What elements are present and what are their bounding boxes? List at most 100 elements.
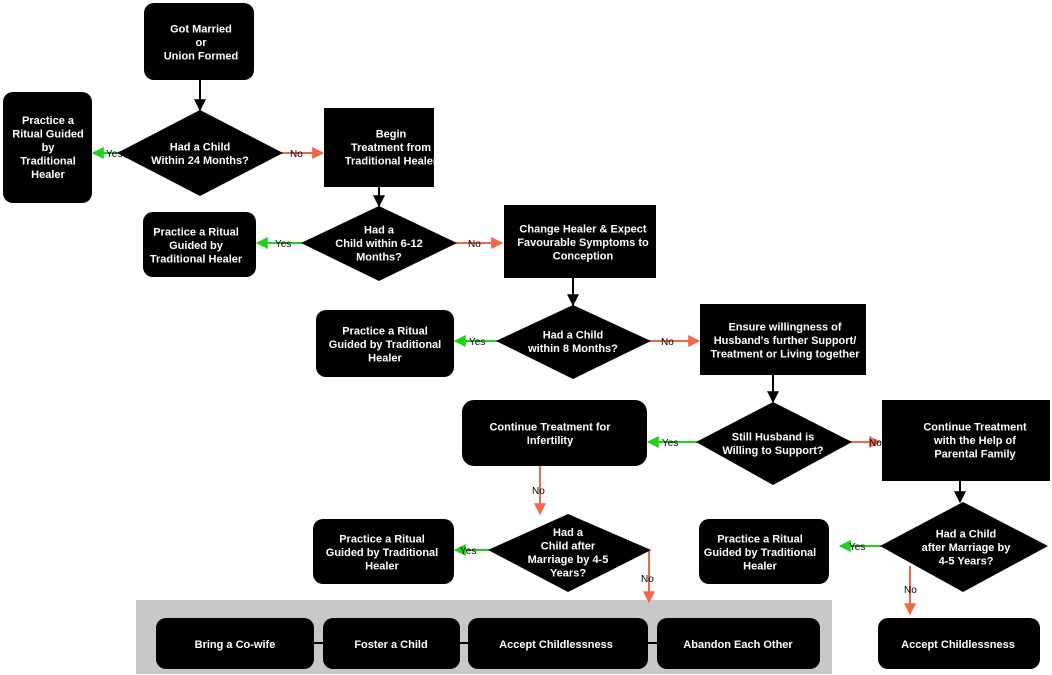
- node-label-line: Guided by Traditional: [704, 547, 816, 559]
- node-label-line: Change Healer & Expect: [519, 224, 646, 236]
- label-q3-yes: Yes: [469, 337, 485, 348]
- node-label-line: Had a: [553, 527, 584, 539]
- node-label-line: by: [42, 142, 56, 154]
- node-label-line: Bring a Co-wife: [195, 639, 276, 651]
- node-label-line: Healer: [31, 169, 65, 181]
- node-label-line: Husband's further Support/: [714, 335, 857, 347]
- node-label-line: Treatment from: [351, 142, 431, 154]
- node-label-line: Treatment or Living together: [710, 349, 860, 361]
- node-label-line: Healer: [368, 353, 402, 365]
- node-still-husband-willing: Still Husband is Willing to Support?: [696, 402, 852, 485]
- node-label-line: Practice a Ritual: [717, 534, 803, 546]
- node-label-line: Continue Treatment for: [489, 421, 611, 433]
- node-had-child-8-months: Had a Child within 8 Months?: [496, 305, 651, 379]
- node-label-line: Practice a Ritual: [153, 227, 239, 239]
- node-label-line: with the Help of: [933, 435, 1016, 447]
- label-q6-no: No: [904, 585, 917, 596]
- node-label-line: Had a: [364, 225, 395, 237]
- node-label-line: Practice a Ritual: [339, 534, 425, 546]
- node-label-line: Practice a Ritual: [342, 326, 428, 338]
- node-accept-childlessness-2: Accept Childlessness: [878, 618, 1040, 669]
- node-label-line: Accept Childlessness: [499, 639, 613, 651]
- node-label-line: 4-5 Years?: [939, 556, 994, 568]
- node-label-line: Favourable Symptoms to: [517, 237, 649, 249]
- node-label-line: Got Married: [170, 24, 232, 36]
- node-label-line: Guided by Traditional: [329, 339, 441, 351]
- label-q1-yes: Yes: [106, 149, 122, 160]
- node-bring-co-wife: Bring a Co-wife: [156, 618, 314, 669]
- node-label-line: Months?: [356, 252, 402, 264]
- svg-text:Foster a Child: Foster a Child: [354, 639, 427, 651]
- label-q5-no: No: [641, 574, 654, 585]
- node-label-line: Had a Child: [170, 141, 231, 153]
- label-q1-no: No: [290, 149, 303, 160]
- node-label-line: Years?: [550, 567, 586, 579]
- svg-text:Abandon Each Other: Abandon Each Other: [683, 639, 793, 651]
- label-q5-yes: Yes: [460, 546, 476, 557]
- label-q6-yes: Yes: [849, 542, 865, 553]
- label-q2-no: No: [468, 239, 481, 250]
- node-label-line: Parental Family: [934, 449, 1016, 461]
- node-foster-child: Foster a Child: [323, 618, 460, 669]
- node-label-line: Child within 6-12: [335, 238, 422, 250]
- node-label-line: Infertility: [527, 435, 574, 447]
- node-label-line: Union Formed: [164, 51, 239, 63]
- node-label-line: Conception: [553, 251, 614, 263]
- node-label-line: Ensure willingness of: [728, 322, 841, 334]
- node-label-line: Traditional Healer: [345, 156, 438, 168]
- svg-text:Accept Childlessness: Accept Childlessness: [499, 639, 613, 651]
- node-label-line: Still Husband is: [732, 431, 815, 443]
- label-q3-no: No: [661, 337, 674, 348]
- node-label-line: Willing to Support?: [722, 445, 824, 457]
- node-label-line: Continue Treatment: [923, 422, 1027, 434]
- node-label-line: or: [196, 37, 208, 49]
- node-label-line: Guided by: [169, 240, 224, 252]
- node-accept-childlessness-1: Accept Childlessness: [468, 618, 648, 669]
- node-label-line: Child after: [541, 540, 596, 552]
- node-label-line: Within 24 Months?: [151, 155, 249, 167]
- node-label-line: Marriage by 4-5: [528, 554, 609, 566]
- node-label-line: within 8 Months?: [527, 343, 618, 355]
- node-label-line: Healer: [365, 561, 399, 573]
- node-label-line: Practice a: [22, 115, 75, 127]
- node-label-line: Had a Child: [936, 529, 997, 541]
- node-label-line: Traditional Healer: [150, 254, 243, 266]
- node-label-line: Had a Child: [543, 329, 604, 341]
- label-q2-yes: Yes: [275, 239, 291, 250]
- node-label-line: after Marriage by: [922, 542, 1012, 554]
- node-label-line: Guided by Traditional: [326, 547, 438, 559]
- node-label-line: Accept Childlessness: [901, 639, 1015, 651]
- node-abandon-each-other: Abandon Each Other: [657, 618, 820, 669]
